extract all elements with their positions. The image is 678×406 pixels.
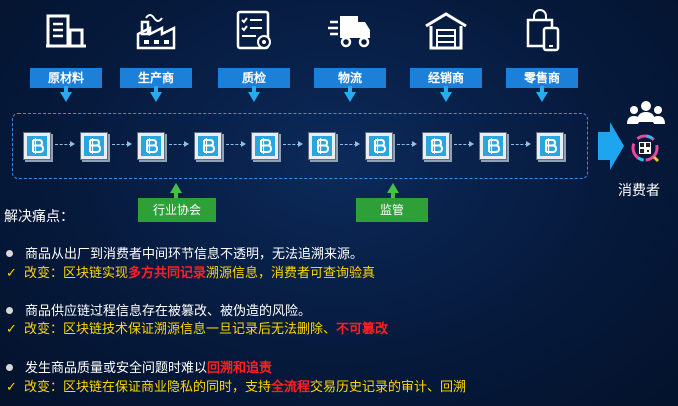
chain-link-arrow — [511, 141, 531, 147]
stage-retailer: 零售商 — [506, 8, 578, 102]
warehouse-icon — [425, 12, 467, 50]
bullet-icon — [6, 307, 13, 314]
bitcoin-block-icon — [426, 136, 446, 156]
down-arrow-icon — [344, 86, 356, 102]
bitcoin-block-icon — [84, 136, 104, 156]
stage-label: 零售商 — [506, 68, 578, 88]
down-arrow-icon — [248, 86, 260, 102]
down-arrow-icon — [150, 86, 162, 102]
change-3: ✓改变：区块链在保证商业隐私的同时，支持全流程交易历史记录的审计、回溯 — [6, 380, 467, 395]
down-arrow-icon — [440, 86, 452, 102]
bitcoin-block-icon — [27, 136, 47, 156]
bitcoin-block-icon — [483, 136, 503, 156]
stage-label: 质检 — [218, 68, 290, 88]
stage-label: 生产商 — [120, 68, 192, 88]
chain-link-arrow — [454, 141, 474, 147]
chain-link-arrow — [283, 141, 303, 147]
bitcoin-block-icon — [369, 136, 389, 156]
bitcoin-block-icon — [141, 136, 161, 156]
chain-link-arrow — [169, 141, 189, 147]
stage-distributor: 经销商 — [410, 8, 482, 102]
up-arrow-icon — [170, 183, 182, 199]
change-2: ✓改变：区块链技术保证溯源信息一旦记录后无法删除、不可篡改 — [6, 322, 389, 337]
qr-scan-icon — [631, 134, 660, 163]
blockchain-block — [536, 132, 564, 160]
stage-logistics: 物流 — [314, 8, 386, 102]
stage-label: 物流 — [314, 68, 386, 88]
inspection-report-icon — [236, 10, 271, 50]
blockchain-block — [479, 132, 507, 160]
blockchain-block — [251, 132, 279, 160]
down-arrow-icon — [60, 86, 72, 102]
blockchain-block — [23, 132, 51, 160]
stage-label: 原材料 — [30, 68, 102, 88]
stage-label: 经销商 — [410, 68, 482, 88]
stage-raw-material: 原材料 — [30, 8, 102, 102]
regulator-box: 监管 — [356, 198, 428, 222]
blockchain-block — [422, 132, 450, 160]
check-icon: ✓ — [6, 322, 17, 337]
blockchain-block — [365, 132, 393, 160]
problem-3: 发生商品质量或安全问题时难以回溯和追责 — [6, 357, 272, 376]
right-arrow-icon — [598, 122, 624, 170]
people-group-icon — [627, 101, 665, 124]
chain-link-arrow — [397, 141, 417, 147]
blockchain-block — [194, 132, 222, 160]
bullet-icon — [6, 364, 13, 371]
blockchain-block — [308, 132, 336, 160]
up-arrow-icon — [387, 183, 399, 199]
industry-association-box: 行业协会 — [138, 198, 216, 222]
blockchain-block — [80, 132, 108, 160]
chain-link-arrow — [112, 141, 132, 147]
bitcoin-block-icon — [198, 136, 218, 156]
blockchain-container — [12, 113, 588, 179]
delivery-truck-icon — [328, 16, 370, 48]
change-1: ✓改变：区块链实现多方共同记录溯源信息，消费者可查询验真 — [6, 266, 376, 281]
chain-link-arrow — [55, 141, 75, 147]
bitcoin-block-icon — [312, 136, 332, 156]
chain-link-arrow — [340, 141, 360, 147]
check-icon: ✓ — [6, 266, 17, 281]
factory-chimney-icon — [136, 14, 176, 50]
check-icon: ✓ — [6, 380, 17, 395]
chain-link-arrow — [226, 141, 246, 147]
stage-manufacturer: 生产商 — [120, 8, 192, 102]
shopping-bag-phone-icon — [526, 9, 560, 52]
bitcoin-block-icon — [255, 136, 275, 156]
down-arrow-icon — [536, 86, 548, 102]
consumer-label: 消费者 — [618, 183, 660, 199]
blockchain-block — [137, 132, 165, 160]
bitcoin-block-icon — [540, 136, 560, 156]
section-title: 解决痛点： — [4, 209, 74, 225]
stage-inspection: 质检 — [218, 8, 290, 102]
problem-2: 商品供应链过程信息存在被篡改、被伪造的风险。 — [6, 300, 311, 319]
factory-building-icon — [46, 14, 86, 48]
bullet-icon — [6, 250, 13, 257]
problem-1: 商品从出厂到消费者中间环节信息不透明，无法追溯来源。 — [6, 243, 363, 262]
